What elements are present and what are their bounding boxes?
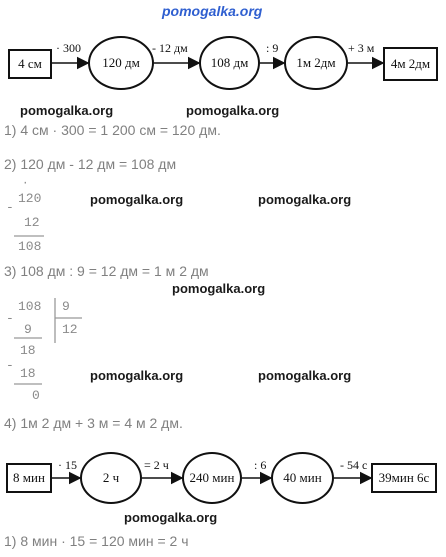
sub-minus: - — [6, 200, 14, 215]
div-remainder: 0 — [32, 388, 40, 403]
d2-op-3: : 6 — [254, 458, 267, 472]
div-minus-1: - — [6, 311, 14, 326]
div-divisor: 9 — [62, 299, 70, 314]
watermark-3: pomogalka.org — [90, 192, 184, 207]
watermark-4: pomogalka.org — [258, 192, 352, 207]
d1-op-1: · 300 — [56, 41, 81, 55]
watermark-8: pomogalka.org — [124, 510, 218, 525]
sub-result: 108 — [18, 239, 42, 254]
sub-subtrahend: 12 — [24, 215, 40, 230]
d1-op-3: : 9 — [266, 41, 279, 55]
watermark-1: pomogalka.org — [20, 103, 114, 118]
step-1-1: 1) 4 см · 300 = 1 200 см = 120 дм. — [4, 122, 221, 138]
watermark-6: pomogalka.org — [90, 368, 184, 383]
step-1-2: 2) 120 дм - 12 дм = 108 дм — [4, 156, 177, 172]
d2-end-box: 39мин 6с — [371, 463, 437, 493]
watermark-7: pomogalka.org — [258, 368, 352, 383]
watermark-5: pomogalka.org — [172, 281, 266, 296]
div-quotient: 12 — [62, 322, 78, 337]
step-2-1: 1) 8 мин · 15 = 120 мин = 2 ч — [4, 533, 189, 549]
d1-start-box: 4 см — [8, 49, 52, 79]
d1-node-3: 1м 2дм — [284, 36, 348, 90]
d2-node-2: 240 мин — [182, 452, 242, 504]
step-1-4: 4) 1м 2 дм + 3 м = 4 м 2 дм. — [4, 415, 183, 431]
d1-node-1: 120 дм — [88, 36, 154, 90]
d2-start-box: 8 мин — [6, 463, 52, 493]
d2-node-3: 40 мин — [271, 452, 334, 504]
step-1-3: 3) 108 дм : 9 = 12 дм = 1 м 2 дм — [4, 263, 209, 279]
d2-op-1: · 15 — [58, 458, 77, 472]
sub-dot: · — [22, 178, 29, 190]
div-part-2: 18 — [20, 343, 36, 358]
div-minus-2: - — [6, 358, 14, 373]
d2-op-2: = 2 ч — [144, 458, 169, 472]
sub-minuend: 120 — [18, 191, 42, 206]
div-part-1: 9 — [24, 322, 32, 337]
d1-op-4: + 3 м — [348, 41, 375, 55]
d2-node-1: 2 ч — [80, 452, 142, 504]
site-header: pomogalka.org — [162, 3, 263, 19]
div-dividend: 108 — [18, 299, 42, 314]
d2-op-4: - 54 с — [340, 458, 368, 472]
d1-op-2: - 12 дм — [152, 41, 188, 55]
d1-node-2: 108 дм — [199, 36, 260, 90]
watermark-2: pomogalka.org — [186, 103, 280, 118]
d1-end-box: 4м 2дм — [383, 47, 438, 81]
div-part-3: 18 — [20, 366, 36, 381]
